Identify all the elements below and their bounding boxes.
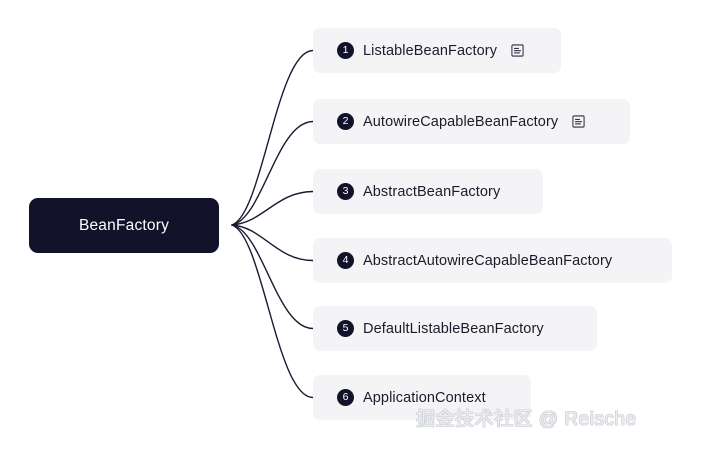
connector-curve: [231, 190, 314, 226]
child-node[interactable]: 3 AbstractBeanFactory: [313, 169, 543, 214]
child-node-label: ApplicationContext: [363, 389, 486, 406]
child-node-badge: 1: [337, 42, 354, 59]
root-node-beanfactory[interactable]: BeanFactory: [29, 198, 219, 253]
connector-curve: [231, 49, 314, 226]
child-node[interactable]: 5 DefaultListableBeanFactory: [313, 306, 597, 351]
child-node-label: AbstractAutowireCapableBeanFactory: [363, 252, 613, 269]
child-node[interactable]: 2 AutowireCapableBeanFactory: [313, 99, 630, 144]
note-icon[interactable]: [572, 115, 585, 128]
child-node-label: DefaultListableBeanFactory: [363, 320, 544, 337]
connector-curve: [231, 224, 314, 262]
root-node-label: BeanFactory: [78, 216, 170, 234]
connector-curve: [231, 224, 314, 399]
child-node-label: AbstractBeanFactory: [363, 183, 501, 200]
child-node-badge: 2: [337, 113, 354, 130]
child-node[interactable]: 4 AbstractAutowireCapableBeanFactory: [313, 238, 672, 283]
note-icon[interactable]: [511, 44, 524, 57]
connector-curve: [231, 224, 314, 330]
child-node-badge: 5: [337, 320, 354, 337]
child-node-label: ListableBeanFactory: [363, 42, 498, 59]
child-node-badge: 4: [337, 252, 354, 269]
child-node-badge: 6: [337, 389, 354, 406]
child-node-badge: 3: [337, 183, 354, 200]
child-node-label: AutowireCapableBeanFactory: [363, 113, 559, 130]
connector-curve: [231, 120, 314, 226]
child-node[interactable]: 6 ApplicationContext: [313, 375, 531, 420]
child-node[interactable]: 1 ListableBeanFactory: [313, 28, 561, 73]
